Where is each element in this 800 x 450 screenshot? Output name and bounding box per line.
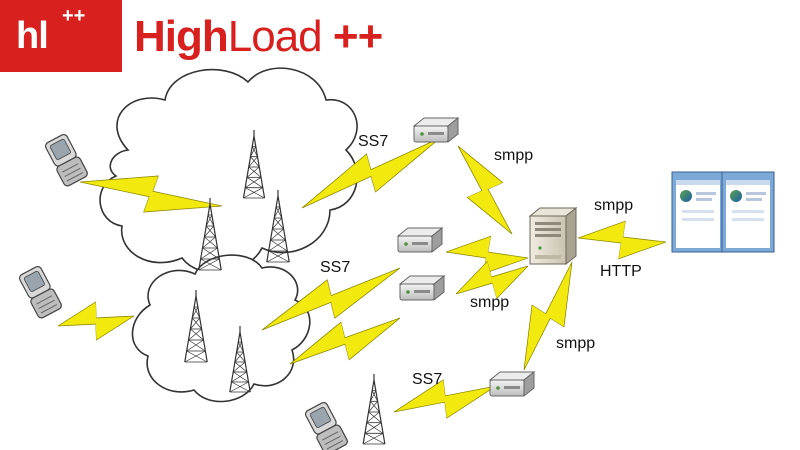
ss7-label-mid: SS7 [320,259,350,276]
browser-window-icon [671,171,725,253]
smpp-label-lower: smpp [556,335,595,352]
cloud-icon [99,67,358,274]
cell-tower-icon [266,190,290,263]
tower-layer [184,130,386,445]
ss7-label-top: SS7 [358,133,388,150]
browser-window-icon [721,171,775,253]
cell-tower-icon [242,130,266,199]
network-router-icon [396,226,444,254]
cell-tower-icon [184,290,208,363]
mobile-phone-icon [304,401,348,450]
logo-mark: hl [16,15,49,57]
phone-layer [18,133,348,450]
lightning-bolt-icon [55,296,137,346]
brand-name-suffix: ++ [321,12,383,61]
lightning-bolt-icon [576,218,668,262]
logo-mark-superscript: ++ [62,5,86,27]
http-label: HTTP [600,263,642,280]
cell-tower-icon [229,326,251,393]
brand-title: HighLoad ++ [134,12,383,62]
network-router-icon [398,274,446,302]
smpp-label-top: smpp [494,147,533,164]
cell-tower-icon [362,374,386,445]
ss7-label-bottom: SS7 [412,371,442,388]
logo-badge: hl ++ [0,0,122,72]
network-router-icon [412,116,460,144]
server-icon [528,206,578,266]
router-layer [396,116,536,398]
brand-name-bold: High [134,12,229,61]
smpp-label-mid: smpp [470,294,509,311]
lightning-bolt-icon [388,367,502,431]
smpp-label-right: smpp [594,197,633,214]
mobile-phone-icon [18,265,62,319]
brand-name-rest: Load [227,12,323,61]
cell-tower-icon [198,198,222,271]
network-router-icon [488,370,536,398]
mobile-phone-icon [44,133,88,187]
cloud-icon [131,254,311,403]
